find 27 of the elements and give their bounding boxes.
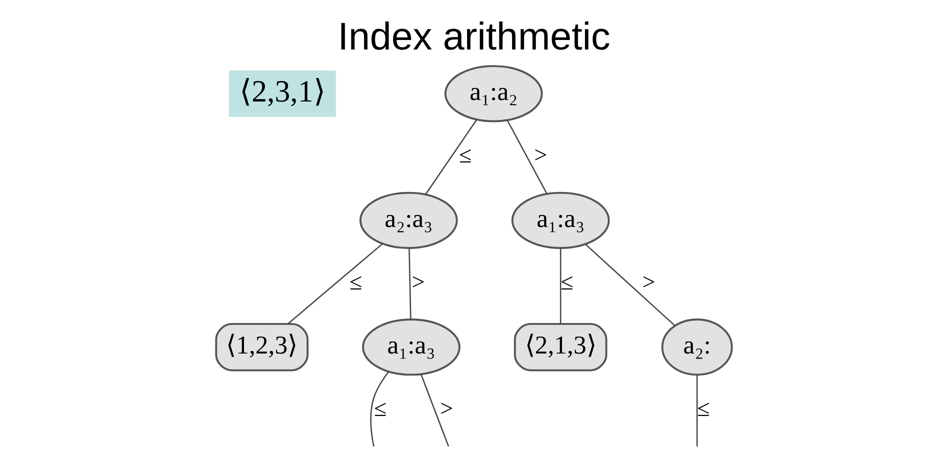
edge-label: > (440, 396, 453, 422)
edge-label: ≤ (696, 396, 710, 422)
diagram-title: Index arithmetic (337, 16, 610, 59)
edge-label: ≤ (373, 396, 386, 422)
connector (420, 374, 449, 447)
connector (584, 244, 675, 326)
node-box: ⟨1,2,3⟩ (214, 322, 308, 372)
node-ellipse: a₁:a₂ (444, 65, 542, 122)
connector (287, 243, 383, 324)
node-ellipse: a₂: (660, 318, 732, 376)
connector (696, 374, 698, 446)
connector (559, 248, 561, 324)
edge-label: ≤ (560, 269, 573, 296)
label: ⟨2,3,1⟩ (239, 74, 325, 109)
edge-label: ≤ (458, 142, 472, 169)
connector (424, 119, 477, 195)
node-ellipse: a₂:a₃ (358, 192, 458, 249)
node-ellipse: a₁:a₃ (362, 318, 460, 376)
connector (506, 120, 548, 194)
connector (370, 371, 389, 447)
edge-label: > (642, 269, 655, 296)
edge-label: > (534, 142, 547, 169)
node-ellipse: a₁:a₃ (510, 192, 610, 249)
connector (408, 248, 411, 320)
node-box: ⟨2,1,3⟩ (513, 322, 607, 372)
edge-label: > (411, 269, 424, 296)
edge-label: ≤ (349, 269, 362, 296)
